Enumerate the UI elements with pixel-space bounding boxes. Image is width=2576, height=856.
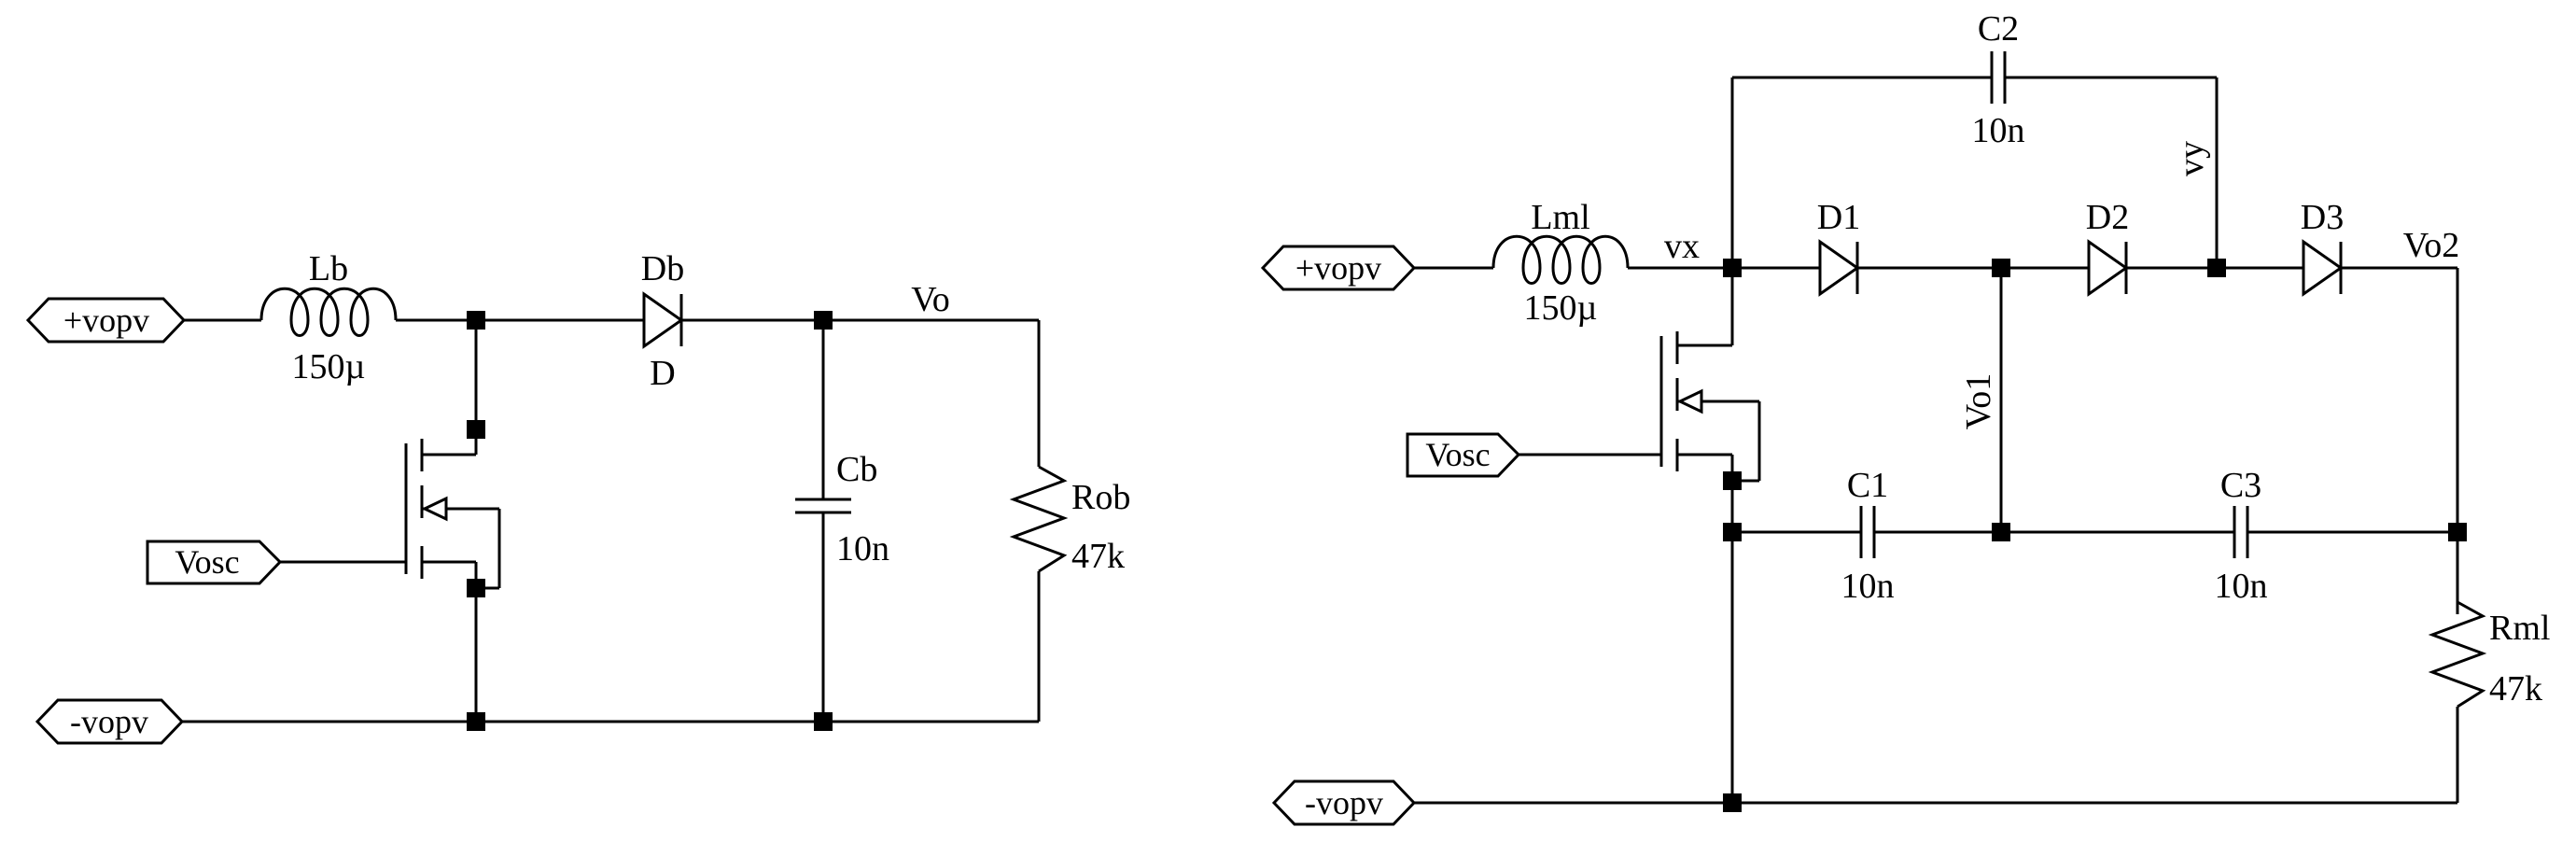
left-mosfet-switch[interactable] — [280, 429, 501, 590]
right-junction-vo1-bot — [1992, 523, 2010, 541]
left-inductor-name: Lb — [309, 249, 348, 288]
left-port-neg-vopv[interactable]: -vopv — [35, 698, 185, 745]
left-resistor-value: 47k — [1071, 537, 1125, 576]
right-port-neg-label: -vopv — [1305, 784, 1383, 821]
right-junction-vx — [1723, 259, 1742, 277]
right-diode-d3-label: D3 — [2301, 198, 2344, 237]
right-capacitor-c2-value: 10n — [1972, 111, 2025, 150]
right-diode-d2-label: D2 — [2086, 198, 2129, 237]
left-port-vosc-label: Vosc — [175, 543, 239, 581]
right-capacitor-c3-value: 10n — [2215, 567, 2268, 606]
left-resistor-rob[interactable] — [1009, 465, 1069, 573]
left-inductor-value: 150µ — [292, 347, 366, 386]
left-diode-name: Db — [641, 249, 684, 288]
right-net-vy: vy — [2172, 141, 2211, 176]
left-capacitor-value: 10n — [836, 529, 889, 568]
right-junction-vo1-top — [1992, 259, 2010, 277]
left-junction-mos-source — [467, 579, 485, 597]
right-net-vx: vx — [1664, 227, 1700, 266]
right-inductor-name: Lml — [1531, 198, 1589, 237]
left-port-vosc[interactable]: Vosc — [146, 540, 283, 585]
right-capacitor-c3[interactable] — [2233, 506, 2249, 558]
right-port-vosc-label: Vosc — [1425, 436, 1490, 473]
left-capacitor-cb[interactable] — [795, 498, 851, 514]
right-circuit: +vopv -vopv Vosc Lml 150µ vx C2 10n — [1260, 9, 2550, 826]
right-resistor-name: Rml — [2489, 609, 2550, 648]
right-capacitor-c2[interactable] — [1990, 51, 2007, 104]
left-capacitor-name: Cb — [836, 450, 877, 489]
right-port-pos-label: +vopv — [1295, 249, 1381, 287]
right-capacitor-c1[interactable] — [1859, 506, 1876, 558]
right-junction-vo2 — [2448, 523, 2467, 541]
left-junction-cb — [814, 311, 833, 330]
left-diode-model: D — [650, 354, 675, 393]
right-inductor-value: 150µ — [1524, 288, 1598, 328]
left-port-neg-label: -vopv — [70, 703, 148, 740]
left-junction-gnd-cb — [814, 712, 833, 731]
right-diode-d1-label: D1 — [1817, 198, 1860, 237]
left-port-pos-label: +vopv — [63, 302, 149, 339]
left-junction-mos-drain — [467, 420, 485, 439]
right-junction-gnd — [1723, 793, 1742, 812]
right-diode-d2[interactable] — [2087, 239, 2129, 297]
left-resistor-name: Rob — [1071, 478, 1130, 517]
left-junction-gnd-mos — [467, 712, 485, 731]
left-diode-db[interactable] — [642, 291, 684, 349]
right-capacitor-c1-value: 10n — [1841, 567, 1895, 606]
right-net-vo1: Vo1 — [1959, 373, 1998, 430]
right-net-vo2: Vo2 — [2403, 226, 2460, 265]
right-port-vosc[interactable]: Vosc — [1406, 432, 1521, 478]
right-diode-d3[interactable] — [2302, 239, 2344, 297]
right-port-neg-vopv[interactable]: -vopv — [1271, 779, 1417, 826]
left-port-pos-vopv[interactable]: +vopv — [25, 297, 187, 344]
left-junction-drain — [467, 311, 485, 330]
right-mosfet-switch[interactable] — [1519, 331, 1761, 483]
right-junction-mos-source — [1723, 471, 1742, 490]
left-inductor-lb[interactable] — [259, 287, 398, 337]
right-capacitor-c2-name: C2 — [1978, 9, 2019, 49]
right-junction-c1-left — [1723, 523, 1742, 541]
right-capacitor-c1-name: C1 — [1847, 466, 1888, 505]
right-port-pos-vopv[interactable]: +vopv — [1260, 245, 1417, 291]
left-circuit: +vopv -vopv Vosc Lb 150µ Db D Vo — [25, 249, 1130, 745]
right-resistor-rml[interactable] — [2428, 600, 2487, 709]
right-resistor-value: 47k — [2489, 669, 2542, 709]
right-diode-d1[interactable] — [1818, 239, 1860, 297]
left-net-vo: Vo — [911, 280, 950, 319]
right-capacitor-c3-name: C3 — [2220, 466, 2261, 505]
right-inductor-lml[interactable] — [1491, 234, 1630, 285]
right-junction-vy — [2207, 259, 2226, 277]
